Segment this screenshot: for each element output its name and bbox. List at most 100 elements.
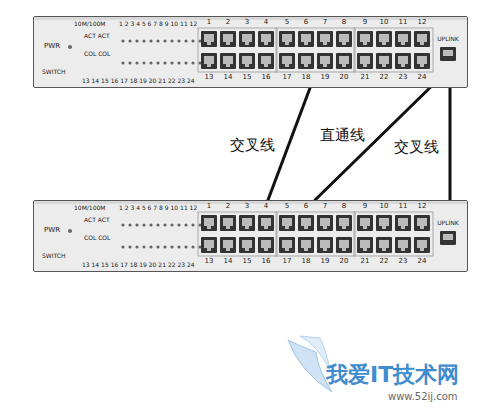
cable-label: 交叉线 <box>228 136 277 155</box>
rj45-port <box>282 218 292 226</box>
rj45-port <box>207 248 211 251</box>
rj45-port <box>245 42 249 45</box>
rj45-port <box>226 226 230 229</box>
wing-shape <box>288 340 332 392</box>
panel-label: PWR <box>44 43 60 50</box>
led <box>68 45 72 49</box>
rj45-port <box>317 215 333 231</box>
rj45-port <box>304 226 308 229</box>
rj45-port <box>420 42 424 45</box>
port-number: 8 <box>336 203 352 210</box>
led <box>135 245 138 248</box>
led <box>191 61 194 64</box>
port-number: 3 <box>239 203 255 210</box>
port-number: 17 <box>279 258 295 265</box>
led <box>177 61 180 64</box>
rj45-port <box>398 34 408 42</box>
port-number: 18 <box>298 74 314 81</box>
led <box>121 245 124 248</box>
rj45-port <box>223 218 233 226</box>
port-number: 14 <box>220 258 236 265</box>
rj45-port <box>226 42 230 45</box>
port-number: 4 <box>258 19 274 26</box>
port-frame <box>276 212 355 256</box>
led <box>149 223 152 226</box>
rj45-port <box>264 64 268 67</box>
rj45-port <box>282 56 292 64</box>
rj45-port <box>360 218 370 226</box>
led <box>191 223 194 226</box>
port-label: UPLINK <box>437 36 459 42</box>
rj45-port <box>258 31 274 47</box>
rj45-port <box>376 237 392 253</box>
led <box>156 39 159 42</box>
rj45-port <box>323 226 327 229</box>
rj45-port <box>261 218 271 226</box>
rj45-port <box>226 64 230 67</box>
rj45-port <box>336 53 352 69</box>
uplink-port <box>440 47 456 61</box>
led <box>135 61 138 64</box>
rj45-port <box>417 56 427 64</box>
uplink-port <box>443 50 453 56</box>
rj45-port <box>245 248 249 251</box>
led <box>170 223 173 226</box>
rj45-port <box>282 240 292 248</box>
rj45-port <box>376 31 392 47</box>
uplink-port <box>440 231 456 245</box>
rj45-port <box>395 53 411 69</box>
rj45-port <box>317 31 333 47</box>
led <box>128 61 131 64</box>
port-number: 10 <box>376 19 392 26</box>
rj45-port <box>342 42 346 45</box>
rj45-port <box>239 31 255 47</box>
port-number: 15 <box>239 74 255 81</box>
rj45-port <box>376 215 392 231</box>
port-number: 6 <box>298 19 314 26</box>
rj45-port <box>201 31 217 47</box>
rj45-port <box>417 218 427 226</box>
rj45-port <box>301 34 311 42</box>
rj45-port <box>301 218 311 226</box>
rj45-port <box>226 248 230 251</box>
rj45-port <box>207 226 211 229</box>
rj45-port <box>204 34 214 42</box>
port-number: 11 <box>395 19 411 26</box>
port-number: 5 <box>279 19 295 26</box>
wing-shape <box>300 336 330 370</box>
rj45-port <box>398 56 408 64</box>
port-number: 10 <box>376 203 392 210</box>
led <box>191 245 194 248</box>
rj45-port <box>357 237 373 253</box>
rj45-port <box>363 226 367 229</box>
led <box>121 39 124 42</box>
rj45-port <box>285 42 289 45</box>
rj45-port <box>401 42 405 45</box>
panel-label: 13 14 15 16 17 18 19 20 21 22 23 24 <box>82 262 195 268</box>
rj45-port <box>414 215 430 231</box>
rj45-port <box>242 34 252 42</box>
rj45-port <box>339 218 349 226</box>
led <box>163 39 166 42</box>
port-number: 22 <box>376 74 392 81</box>
led <box>149 245 152 248</box>
rj45-port <box>414 31 430 47</box>
rj45-port <box>201 237 217 253</box>
rj45-port <box>357 31 373 47</box>
panel-label: SWITCH <box>42 253 66 259</box>
panel-label: 1 2 3 4 5 6 7 8 9 10 11 12 <box>119 21 197 27</box>
watermark: www.52ij.com <box>388 392 458 402</box>
port-number: 13 <box>201 258 217 265</box>
rj45-port <box>304 248 308 251</box>
rj45-port <box>382 248 386 251</box>
rj45-port <box>317 53 333 69</box>
rj45-port <box>279 237 295 253</box>
rj45-port <box>363 248 367 251</box>
rj45-port <box>264 226 268 229</box>
port-number: 7 <box>317 19 333 26</box>
rj45-port <box>357 53 373 69</box>
port-number: 15 <box>239 258 255 265</box>
panel-label: 10M/100M <box>74 205 105 211</box>
port-frame <box>354 28 433 72</box>
rj45-port <box>207 64 211 67</box>
